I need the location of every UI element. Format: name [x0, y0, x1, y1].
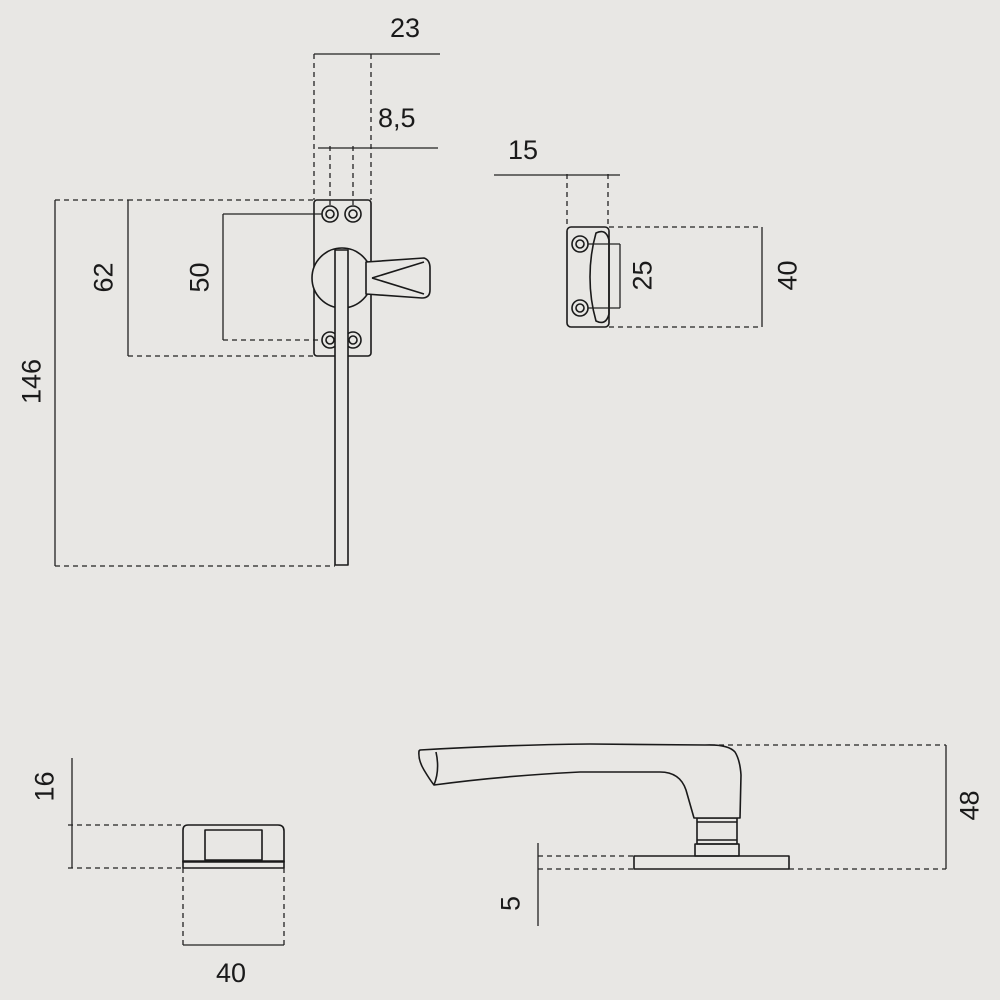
- dimension-40-keeper: [609, 226, 763, 328]
- dimension-48: [710, 744, 947, 870]
- label-146: 146: [16, 358, 47, 405]
- keeper-hook: [589, 230, 610, 324]
- dimension-15: [494, 174, 620, 227]
- label-50: 50: [184, 262, 215, 293]
- dimension-5: [537, 843, 634, 926]
- keeper-body: [182, 824, 285, 863]
- dimension-62: [127, 199, 314, 357]
- handle-base-rose: [633, 855, 790, 870]
- keeper-slot: [204, 829, 263, 861]
- keeper-side-view: [182, 824, 285, 869]
- keeper-front-view: [566, 226, 610, 328]
- label-40-keeper: 40: [772, 260, 803, 291]
- label-25: 25: [627, 260, 658, 291]
- handle-lever: [418, 743, 742, 819]
- label-8-5: 8,5: [378, 103, 416, 133]
- label-15: 15: [508, 135, 539, 165]
- label-62: 62: [88, 262, 119, 293]
- handle-collar: [694, 843, 740, 857]
- label-48: 48: [954, 790, 985, 821]
- label-23: 23: [390, 13, 421, 43]
- dimension-23: [313, 53, 440, 200]
- dimension-8-5: [318, 146, 438, 206]
- dimension-50: [222, 213, 322, 341]
- label-40-width: 40: [216, 958, 247, 988]
- handle-lever-bar: [334, 249, 349, 566]
- dimension-40-width: [182, 868, 285, 946]
- handle-cam: [365, 257, 431, 299]
- label-16: 16: [29, 771, 60, 802]
- dimension-16: [68, 758, 183, 869]
- dimension-25: [588, 243, 621, 309]
- handle-side-view: [418, 743, 790, 870]
- screw-holes-top: [321, 205, 362, 223]
- label-5: 5: [495, 895, 526, 912]
- keeper-base: [182, 860, 285, 869]
- handle-front-view: [311, 199, 431, 566]
- keeper-screw-holes: [571, 235, 589, 317]
- dimension-146: [54, 199, 335, 567]
